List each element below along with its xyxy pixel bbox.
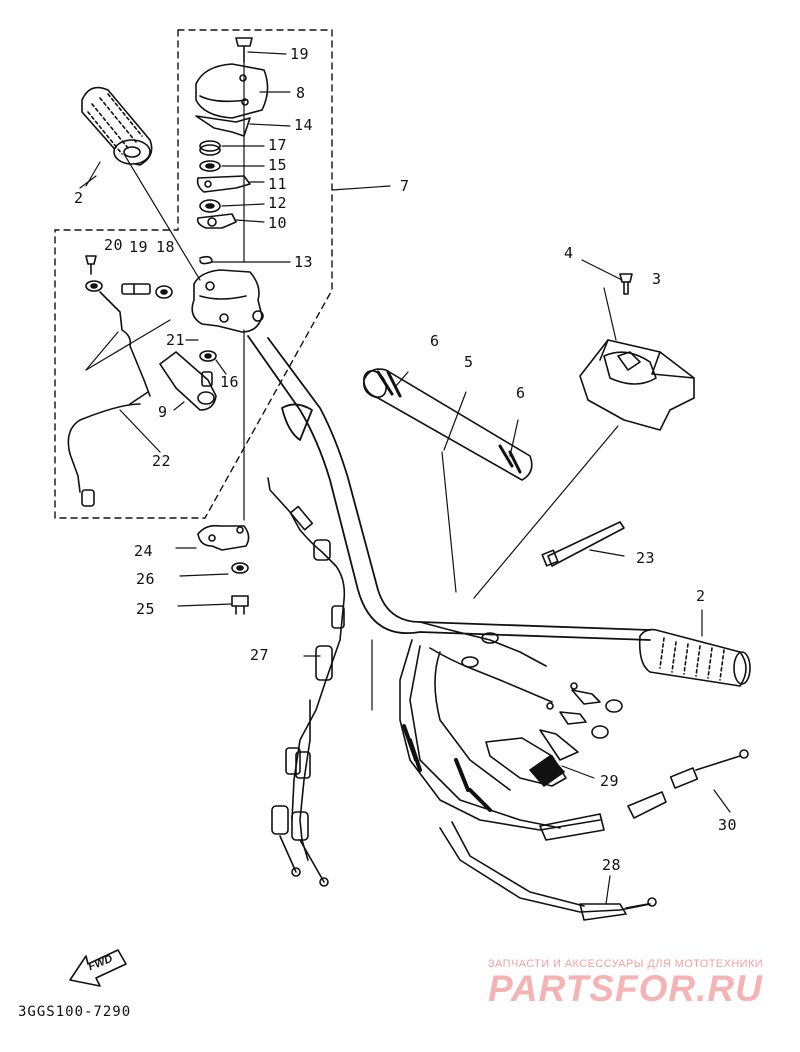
- handlebar: [247, 335, 651, 641]
- callout-20: 20: [104, 236, 124, 254]
- screws-left: [85, 255, 173, 299]
- callout-29: 29: [600, 772, 620, 790]
- throttle-lever-plates: [196, 175, 251, 229]
- small-washer-21: [199, 350, 217, 362]
- throttle-lever: [159, 351, 217, 411]
- watermark-tagline: ЗАПЧАСТИ И АКСЕССУАРЫ ДЛЯ МОТОТЕХНИКИ: [488, 958, 764, 970]
- callout-19-screw: 19: [290, 45, 310, 63]
- callout-2-left-grip: 2: [74, 189, 84, 207]
- callout-27-cable: 27: [250, 646, 270, 664]
- leader-lines: [79, 51, 391, 657]
- callout-25: 25: [136, 600, 156, 618]
- throttle-cap-screw: [235, 37, 253, 63]
- diagram-code: 3GGS100-7290: [18, 1004, 132, 1020]
- callout-18: 18: [156, 238, 176, 256]
- handlebar-clamp: [197, 524, 250, 615]
- callout-2-right-grip: 2: [696, 587, 706, 605]
- switch-screw-4: [619, 273, 633, 295]
- throttle-cable-27: [267, 477, 346, 887]
- throttle-cover: [195, 63, 269, 119]
- callout-5-tube: 5: [464, 353, 474, 371]
- callout-23-tie: 23: [636, 549, 656, 567]
- callout-14-gasket: 14: [294, 116, 314, 134]
- dashed-group-box-throttle: [54, 29, 333, 519]
- callout-13: 13: [294, 253, 314, 271]
- washers: [199, 140, 221, 213]
- spring: [199, 255, 213, 265]
- callout-8-cover: 8: [296, 84, 306, 102]
- throttle-switch-wire: [67, 291, 151, 507]
- callout-10: 10: [268, 214, 288, 232]
- throttle-gasket: [195, 115, 251, 137]
- callout-6-bottom: 6: [516, 384, 526, 402]
- right-grip: [638, 628, 751, 687]
- callout-16: 16: [220, 373, 240, 391]
- leader-lines-right: [371, 259, 731, 905]
- callout-28: 28: [602, 856, 622, 874]
- brake-switch: [485, 729, 579, 787]
- callout-17: 17: [268, 136, 288, 154]
- callout-7-throttle-assembly: 7: [400, 177, 410, 195]
- callout-9-lever: 9: [158, 403, 168, 421]
- callout-19-bolt: 19: [129, 238, 149, 256]
- callout-11: 11: [268, 175, 288, 193]
- fwd-arrow-icon: [69, 949, 127, 987]
- callout-3-switch: 3: [652, 270, 662, 288]
- control-cables: [399, 621, 749, 921]
- handlebar-switch: [579, 339, 695, 431]
- callout-21: 21: [166, 331, 186, 349]
- throttle-housing: [191, 269, 264, 333]
- callout-26: 26: [136, 570, 156, 588]
- left-grip: [81, 86, 153, 166]
- callout-12: 12: [268, 194, 288, 212]
- bar-end-tube: [362, 368, 533, 481]
- watermark-logo: PARTSFOR.RU: [488, 968, 763, 1009]
- cable-tie: [541, 521, 625, 567]
- callout-6-top: 6: [430, 332, 440, 350]
- callout-15: 15: [268, 156, 288, 174]
- callout-22-wire: 22: [152, 452, 172, 470]
- callout-4: 4: [564, 244, 574, 262]
- callout-30: 30: [718, 816, 738, 834]
- callout-24-clamp: 24: [134, 542, 154, 560]
